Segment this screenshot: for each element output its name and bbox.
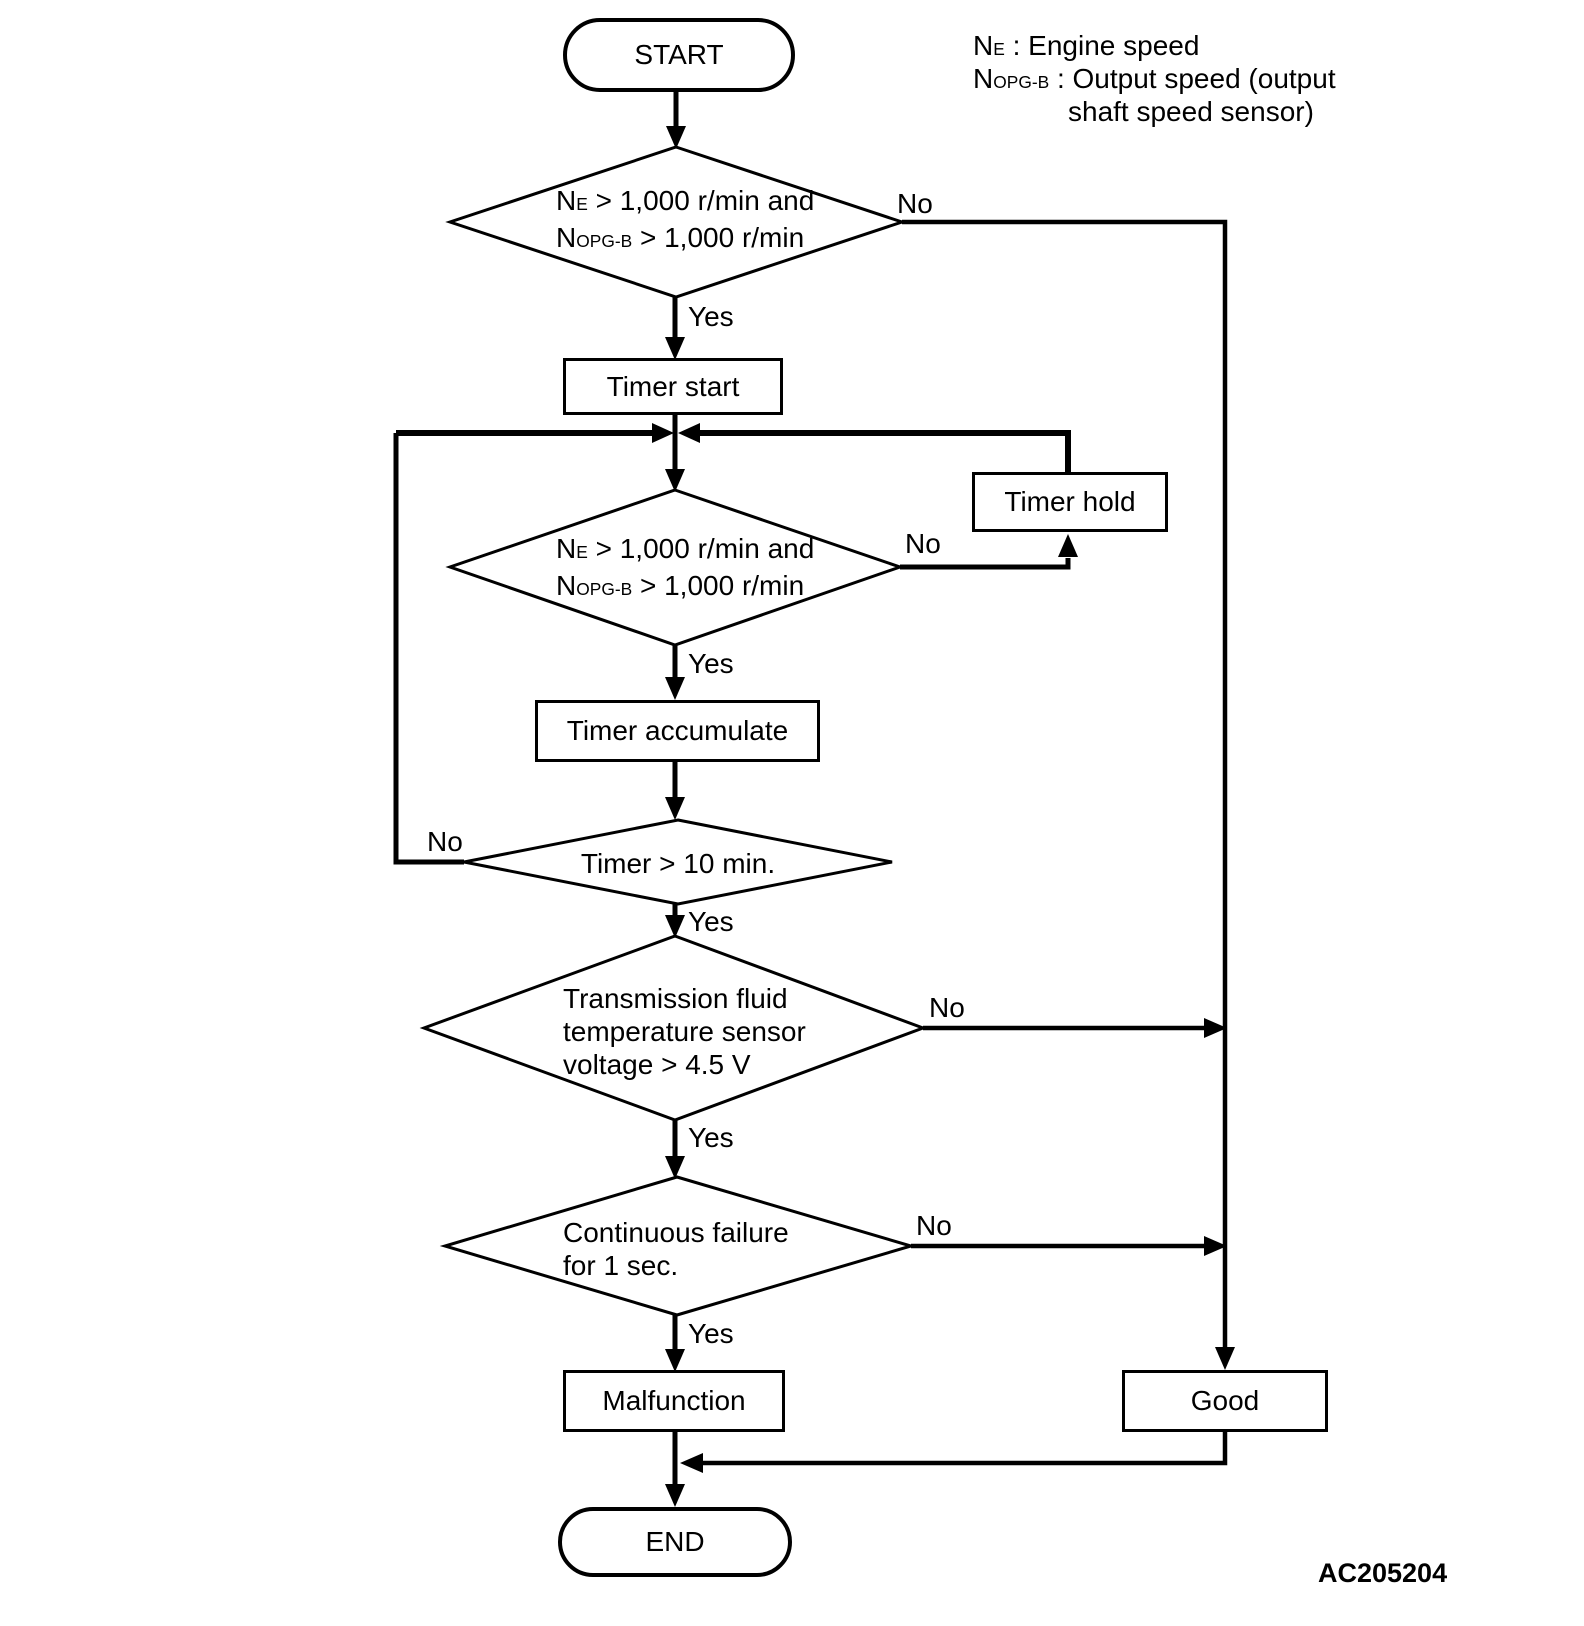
timer-hold-label: Timer hold: [1004, 486, 1136, 517]
edge-label-d3-no: No: [427, 826, 463, 857]
decision-2-text: NE > 1,000 r/min and NOPG-B > 1,000 r/mi…: [556, 533, 815, 601]
decision-4-text: Transmission fluid temperature sensor vo…: [563, 983, 806, 1080]
figure-id: AC205204: [1318, 1558, 1448, 1588]
good-node: Good: [1122, 1370, 1328, 1432]
decision-5-shape: [439, 1175, 917, 1317]
edge-label-d4-yes: Yes: [688, 1122, 734, 1153]
start-node: START: [563, 18, 795, 92]
decision-4-shape: [419, 934, 928, 1122]
decision-1-text: NE > 1,000 r/min and NOPG-B > 1,000 r/mi…: [556, 185, 815, 253]
good-label: Good: [1190, 1385, 1260, 1416]
start-label: START: [634, 39, 724, 70]
edge-label-d2-yes: Yes: [688, 648, 734, 679]
decision-2-shape: [445, 488, 905, 647]
edge-label-d5-yes: Yes: [688, 1318, 734, 1349]
malfunction-label: Malfunction: [602, 1385, 746, 1416]
end-label: END: [645, 1526, 705, 1557]
timer-accumulate-label: Timer accumulate: [566, 715, 789, 746]
decision-3-shape: [463, 818, 893, 906]
decision-3-text: Timer > 10 min.: [580, 848, 776, 879]
decision-1-shape: [445, 145, 907, 299]
timer-hold-node: Timer hold: [972, 472, 1168, 532]
legend-line-output-speed: NOPG-B : Output speed (output: [973, 63, 1336, 94]
edge-label-d2-no: No: [905, 528, 941, 559]
decision-5-text: Continuous failure for 1 sec.: [563, 1217, 789, 1281]
timer-accumulate-node: Timer accumulate: [535, 700, 820, 762]
legend-line-output-speed-cont: shaft speed sensor): [1068, 96, 1314, 127]
timer-start-label: Timer start: [606, 370, 740, 402]
end-node: END: [558, 1507, 792, 1577]
edge-label-d5-no: No: [916, 1210, 952, 1241]
legend: NE : Engine speed NOPG-B : Output speed …: [973, 31, 1336, 127]
edge-label-d1-no: No: [897, 188, 933, 219]
legend-line-engine-speed: NE : Engine speed: [973, 30, 1200, 61]
edge-label-d1-yes: Yes: [688, 301, 734, 332]
malfunction-node: Malfunction: [563, 1370, 785, 1432]
edge-label-d4-no: No: [929, 992, 965, 1023]
timer-start-node: Timer start: [563, 358, 783, 415]
edge-label-d3-yes: Yes: [688, 906, 734, 937]
